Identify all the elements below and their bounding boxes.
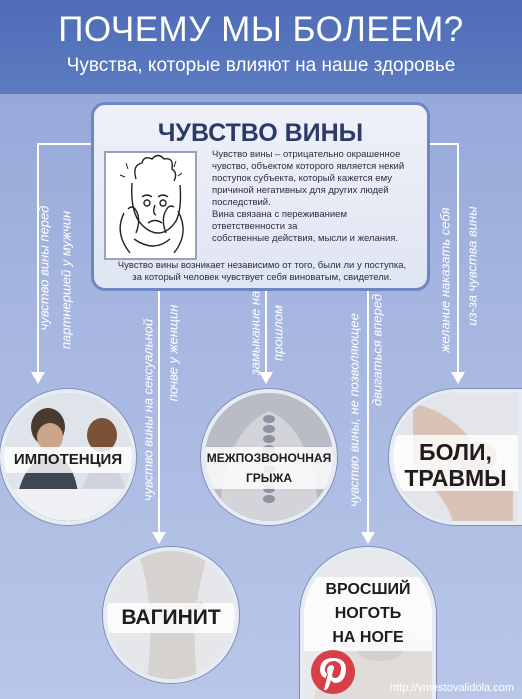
definition-line: чувство, объектом которого является неки…	[212, 161, 405, 172]
page-title: ПОЧЕМУ МЫ БОЛЕЕМ?	[58, 10, 464, 49]
label-hernia-outer: замыкание на	[247, 290, 263, 376]
definition-line: Вина связана с переживанием	[212, 209, 347, 220]
card-definition-text: Чувство вины – отрицательно окрашенное ч…	[212, 149, 424, 245]
connector-impotence	[37, 143, 94, 372]
arrow-down-icon	[451, 372, 465, 384]
label-nail-inner: двигаться вперед	[369, 293, 385, 407]
card-footer-text: Чувство вины возникает независимо от тог…	[104, 260, 420, 284]
circle-label-pain-1: БОЛИ,	[419, 439, 492, 465]
label-vaginitis-inner: почве у женщин	[165, 304, 181, 402]
circle-label-nail-3: НА НОГЕ	[332, 629, 404, 646]
definition-line: собственные действия, мысли и желания.	[212, 233, 399, 244]
guilt-card: ЧУВСТВО ВИНЫ	[91, 102, 430, 291]
label-band	[304, 577, 432, 651]
definition-line: ответственности за	[212, 221, 298, 232]
circle-vaginitis: ВАГИНИТ	[103, 547, 239, 683]
label-vaginitis-outer: чувство вины на сексуальной	[140, 318, 156, 502]
label-pain-outer: желание наказать себя	[437, 207, 453, 353]
page-subtitle: Чувства, которые влияют на наше здоровье	[66, 55, 456, 76]
circle-label-hernia-2: ГРЫЖА	[245, 471, 293, 485]
worried-man-illustration	[104, 151, 197, 260]
label-band	[4, 447, 132, 473]
connector-pain	[430, 143, 459, 372]
circle-label-pain-2: ТРАВМЫ	[404, 465, 507, 491]
definition-line: поступок субъекта, который кажется ему	[212, 173, 392, 184]
circle-hernia: МЕЖПОЗВОНОЧНАЯ ГРЫЖА	[201, 389, 337, 525]
arrow-down-icon	[259, 372, 273, 384]
label-nail-outer: чувство вины, не позволяющее	[346, 313, 362, 507]
circle-label-vaginitis: ВАГИНИТ	[121, 606, 221, 629]
definition-line: причиной негативных для других людей	[212, 185, 389, 196]
definition-line: последствий.	[212, 197, 271, 208]
pinterest-logo	[311, 650, 355, 694]
card-title: ЧУВСТВО ВИНЫ	[157, 119, 364, 147]
header-banner: ПОЧЕМУ МЫ БОЛЕЕМ? Чувства, которые влияю…	[0, 0, 522, 94]
circle-impotence: ИМПОТЕНЦИЯ	[0, 389, 136, 525]
arrow-down-icon	[152, 532, 166, 544]
definition-line: Чувство вины – отрицательно окрашенное	[212, 149, 401, 160]
footer-line: Чувство вины возникает независимо от тог…	[117, 260, 407, 271]
watermark-url: http://vmestovalidola.com	[389, 682, 514, 694]
circle-label-nail-1: ВРОСШИЙ	[325, 581, 411, 598]
circle-label-hernia-1: МЕЖПОЗВОНОЧНАЯ	[206, 451, 332, 465]
label-impotence-inner: партнершей у мужчин	[58, 210, 74, 350]
footer-line: за который человек чувствует себя винова…	[132, 272, 392, 283]
arrow-down-icon	[31, 372, 45, 384]
circle-pain: БОЛИ, ТРАВМЫ	[389, 389, 522, 525]
label-hernia-inner: прошлом	[270, 305, 286, 361]
circle-label-nail-2: НОГОТЬ	[334, 605, 402, 622]
arrow-down-icon	[361, 532, 375, 544]
label-band	[107, 603, 235, 633]
label-band	[205, 447, 333, 489]
label-pain-inner: из-за чувства вины	[464, 206, 480, 326]
label-impotence-outer: чувство вины перед	[36, 205, 52, 331]
circle-label-impotence: ИМПОТЕНЦИЯ	[13, 451, 123, 468]
label-band	[393, 435, 518, 491]
